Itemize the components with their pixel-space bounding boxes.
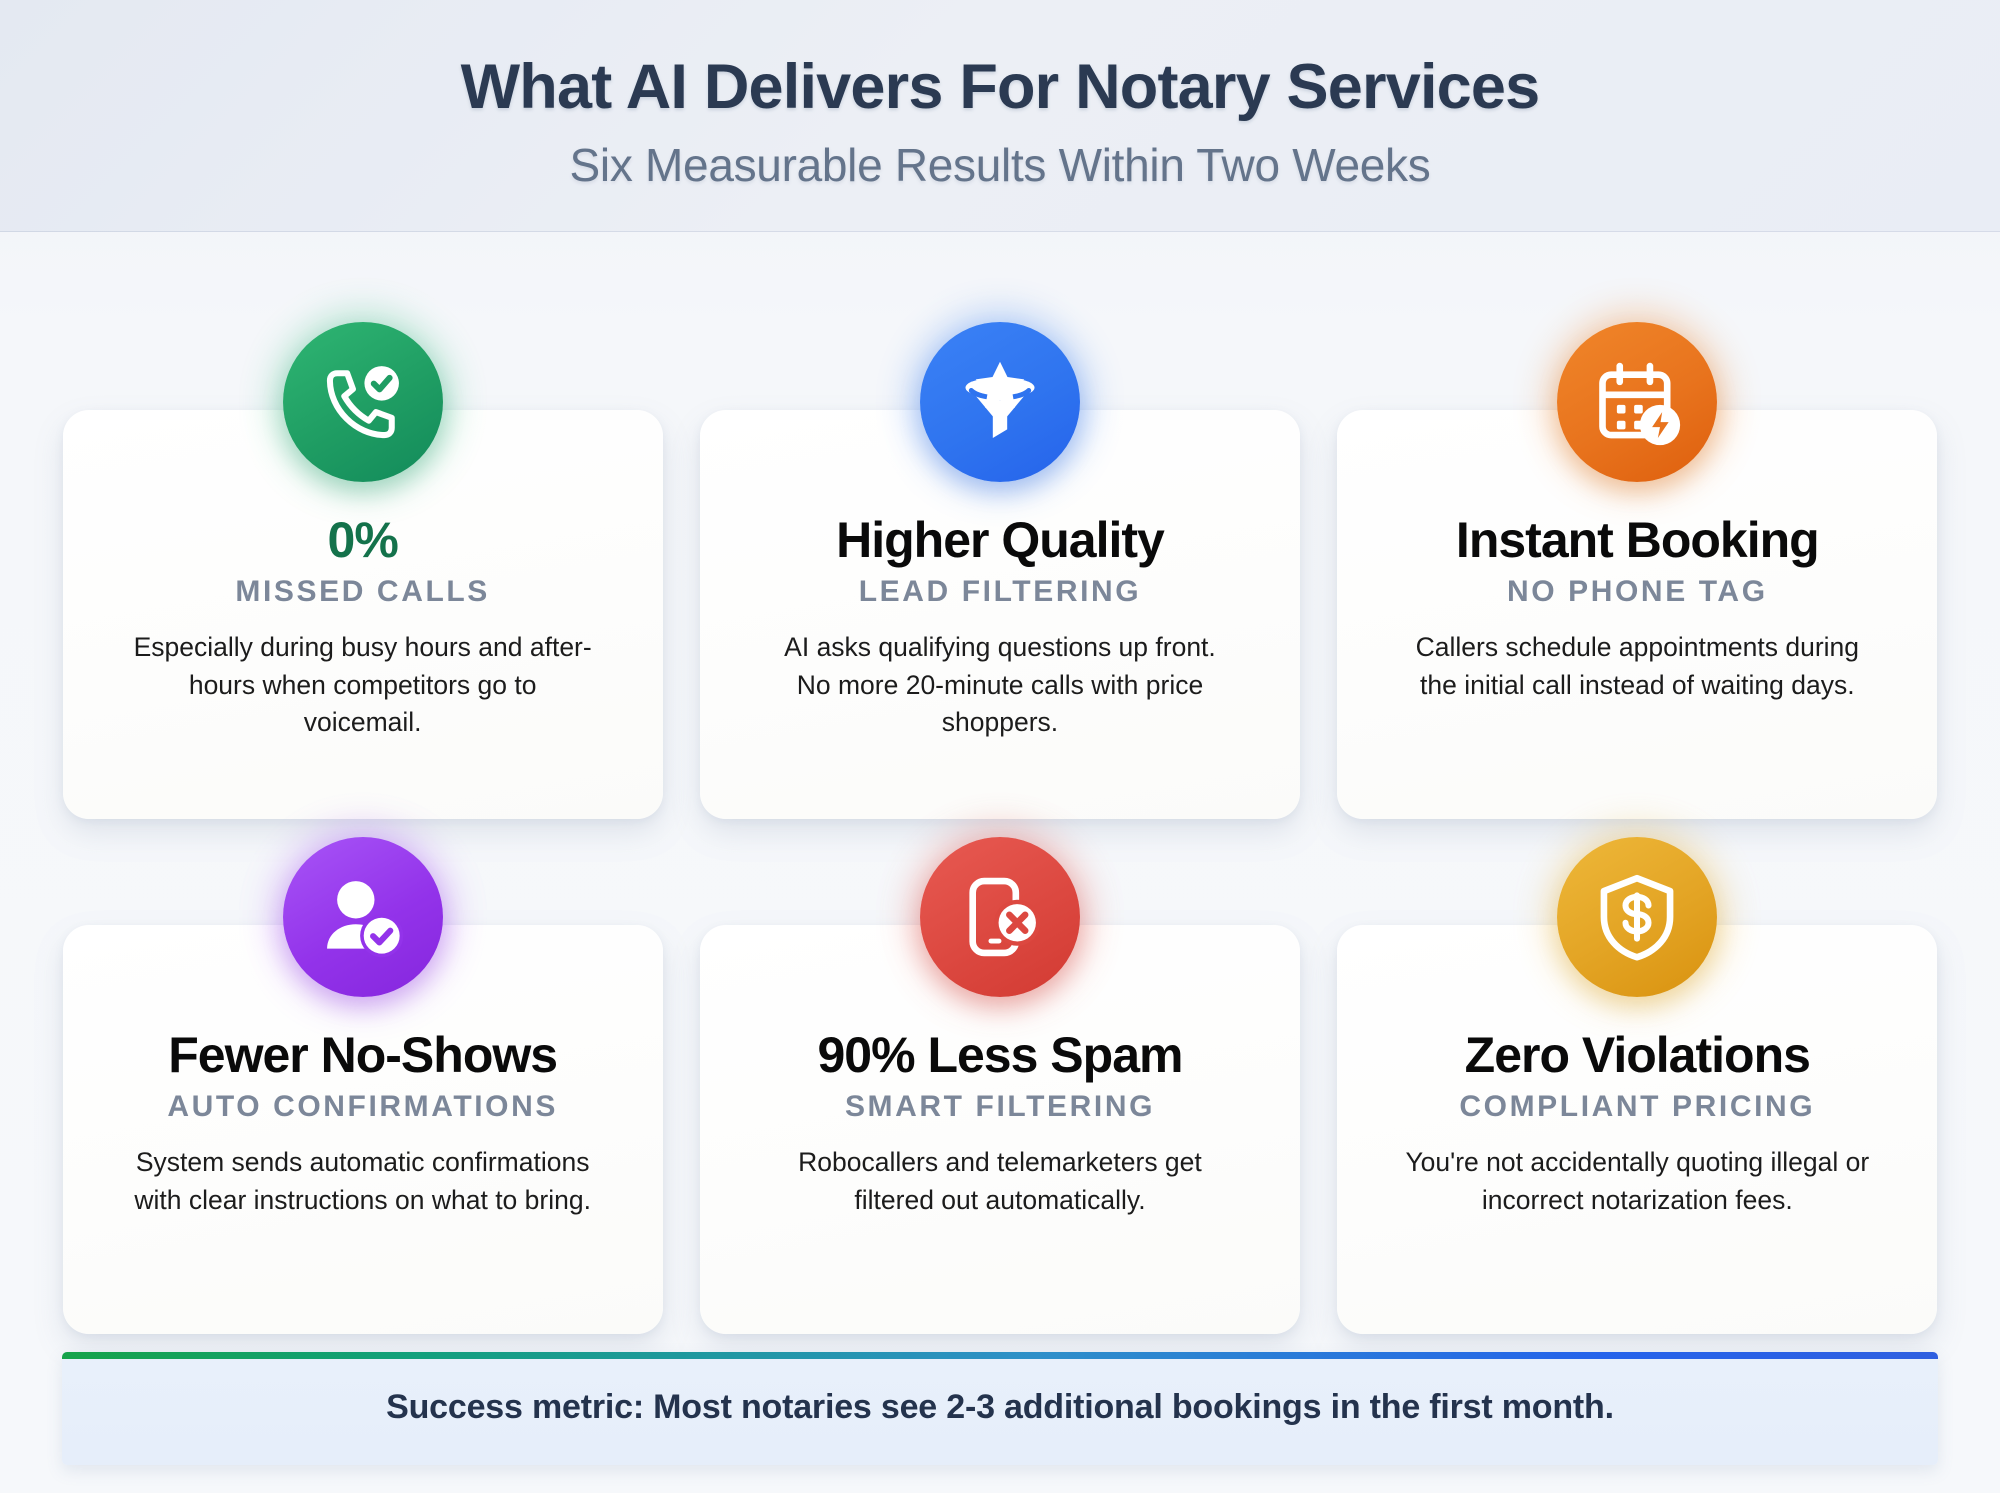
card-stat: Higher Quality [836, 512, 1165, 568]
footer-wrapper: Success metric: Most notaries see 2-3 ad… [0, 1334, 2000, 1493]
card-label: LEAD FILTERING [858, 575, 1142, 608]
funnel-star-icon [919, 322, 1080, 482]
card-stat: Fewer No-Shows [168, 1027, 558, 1083]
benefit-card-less-spam[interactable]: 90% Less Spam SMART FILTERING Robocaller… [699, 837, 1300, 1334]
card-label: MISSED CALLS [235, 575, 490, 608]
header: What AI Delivers For Notary Services Six… [0, 0, 2000, 232]
phone-check-icon [282, 322, 443, 482]
benefit-card-zero-violations[interactable]: Zero Violations COMPLIANT PRICING You're… [1337, 837, 1938, 1334]
success-metric-text: Success metric: Most notaries see 2-3 ad… [386, 1388, 1614, 1426]
page-title: What AI Delivers For Notary Services [460, 52, 1541, 123]
card-stat: 0% [327, 512, 399, 568]
shield-dollar-icon [1557, 837, 1718, 997]
benefit-card-fewer-no-shows[interactable]: Fewer No-Shows AUTO CONFIRMATIONS System… [62, 837, 663, 1334]
card-description: AI asks qualifying questions up front. N… [784, 632, 1216, 738]
card-slot: Higher Quality LEAD FILTERING AI asks qu… [699, 320, 1300, 819]
page-subtitle: Six Measurable Results Within Two Weeks [569, 138, 1431, 191]
card-slot: Fewer No-Shows AUTO CONFIRMATIONS System… [62, 835, 663, 1334]
card-description: Especially during busy hours and after-h… [133, 632, 592, 738]
card-slot: Zero Violations COMPLIANT PRICING You're… [1337, 835, 1938, 1334]
calendar-bolt-icon [1557, 322, 1718, 482]
card-description: Robocallers and telemarketers get filter… [798, 1147, 1202, 1215]
card-slot: 0% MISSED CALLS Especially during busy h… [62, 320, 663, 819]
card-label: NO PHONE TAG [1506, 575, 1768, 608]
card-description: System sends automatic confirmations wit… [134, 1147, 591, 1215]
card-label: COMPLIANT PRICING [1459, 1090, 1816, 1123]
card-description: Callers schedule appointments during the… [1415, 632, 1860, 700]
user-check-icon [282, 837, 443, 997]
card-label: SMART FILTERING [844, 1090, 1156, 1123]
benefit-card-grid: 0% MISSED CALLS Especially during busy h… [0, 232, 2000, 1334]
card-slot: 90% Less Spam SMART FILTERING Robocaller… [699, 835, 1300, 1334]
card-slot: Instant Booking NO PHONE TAG Callers sch… [1337, 320, 1938, 819]
phone-x-icon [919, 837, 1080, 997]
card-stat: Instant Booking [1455, 512, 1820, 568]
card-description: You're not accidentally quoting illegal … [1405, 1147, 1870, 1215]
benefit-card-higher-quality[interactable]: Higher Quality LEAD FILTERING AI asks qu… [699, 322, 1300, 819]
card-label: AUTO CONFIRMATIONS [167, 1090, 558, 1123]
benefit-card-instant-booking[interactable]: Instant Booking NO PHONE TAG Callers sch… [1337, 322, 1938, 819]
success-metric-banner: Success metric: Most notaries see 2-3 ad… [62, 1352, 1938, 1465]
card-stat: 90% Less Spam [817, 1027, 1183, 1083]
card-stat: Zero Violations [1464, 1027, 1811, 1083]
benefit-card-missed-calls[interactable]: 0% MISSED CALLS Especially during busy h… [62, 322, 663, 819]
